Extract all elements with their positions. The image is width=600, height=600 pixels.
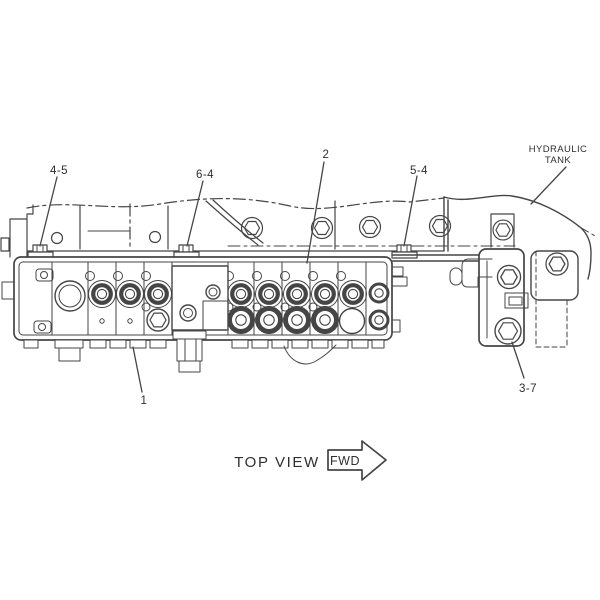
- valve-port: [256, 281, 283, 308]
- hose-line: [283, 344, 337, 365]
- mount-bolt: [173, 244, 200, 259]
- valve-port: [117, 281, 144, 308]
- callout-label: 1: [141, 395, 148, 407]
- valve-bank: [1, 256, 408, 373]
- bracket-rail: [391, 254, 493, 262]
- solenoid-valve: [172, 330, 207, 373]
- callouts: 4-5 6-4 2 5-4 1 3-7: [39, 144, 588, 407]
- frame-hex-bolts: [240, 214, 452, 240]
- mount-bolt: [391, 244, 418, 259]
- callout-label: 2: [323, 149, 330, 161]
- mounting-bracket: [449, 248, 529, 347]
- callout-2: 2: [306, 149, 330, 264]
- pilot-valve-block: [171, 265, 229, 331]
- mounting-feet: [23, 339, 385, 349]
- plain-port: [338, 307, 366, 335]
- frame-hole: [148, 230, 162, 244]
- callout-5-4: 5-4: [403, 165, 428, 247]
- end-cap-foot: [54, 339, 84, 362]
- valve-port: [312, 281, 339, 308]
- hydraulic-tank-outline: [443, 194, 598, 348]
- callout-label: 4-5: [50, 165, 68, 177]
- fwd-arrow-outline: [327, 440, 387, 481]
- callout-3-7: 3-7: [511, 341, 537, 395]
- valve-port: [284, 281, 311, 308]
- callout-hydraulic-tank: HYDRAULIC TANK: [529, 144, 588, 205]
- machine-frame: [0, 197, 516, 258]
- callout-label: 6-4: [196, 169, 214, 181]
- hydraulic-tank-label-line1: HYDRAULIC: [529, 144, 588, 155]
- valve-port: [228, 281, 255, 308]
- mount-bolt: [27, 244, 54, 259]
- flange-bolts: [85, 271, 346, 312]
- hex-bolt-icon: [358, 215, 382, 239]
- view-title: TOP VIEW: [234, 454, 320, 471]
- bracket-clip: [504, 292, 529, 309]
- callout-label: 3-7: [519, 383, 537, 395]
- outlet-end-block: [368, 266, 408, 333]
- hex-bolt-icon: [240, 216, 264, 240]
- bracket-lower-bolt: [494, 317, 522, 345]
- bracket-upper-column: [490, 213, 515, 248]
- callout-label: 5-4: [410, 165, 428, 177]
- callout-4-5: 4-5: [39, 165, 68, 247]
- valve-port: [89, 281, 116, 308]
- callout-1: 1: [132, 346, 148, 407]
- fwd-arrow: FWD: [327, 440, 387, 481]
- fwd-arrow-label: FWD: [330, 454, 360, 468]
- callout-6-4: 6-4: [186, 169, 214, 247]
- valve-port: [340, 281, 367, 308]
- hex-plug: [146, 308, 170, 332]
- inlet-end-cap: [1, 268, 86, 334]
- hydraulic-tank-label-line2: TANK: [545, 155, 571, 166]
- hex-bolt-icon: [492, 219, 514, 241]
- valve-port: [145, 281, 172, 308]
- valve-ports-bottom: [99, 307, 366, 335]
- tank-mount-panel: [530, 250, 579, 348]
- frame-hole: [50, 231, 64, 245]
